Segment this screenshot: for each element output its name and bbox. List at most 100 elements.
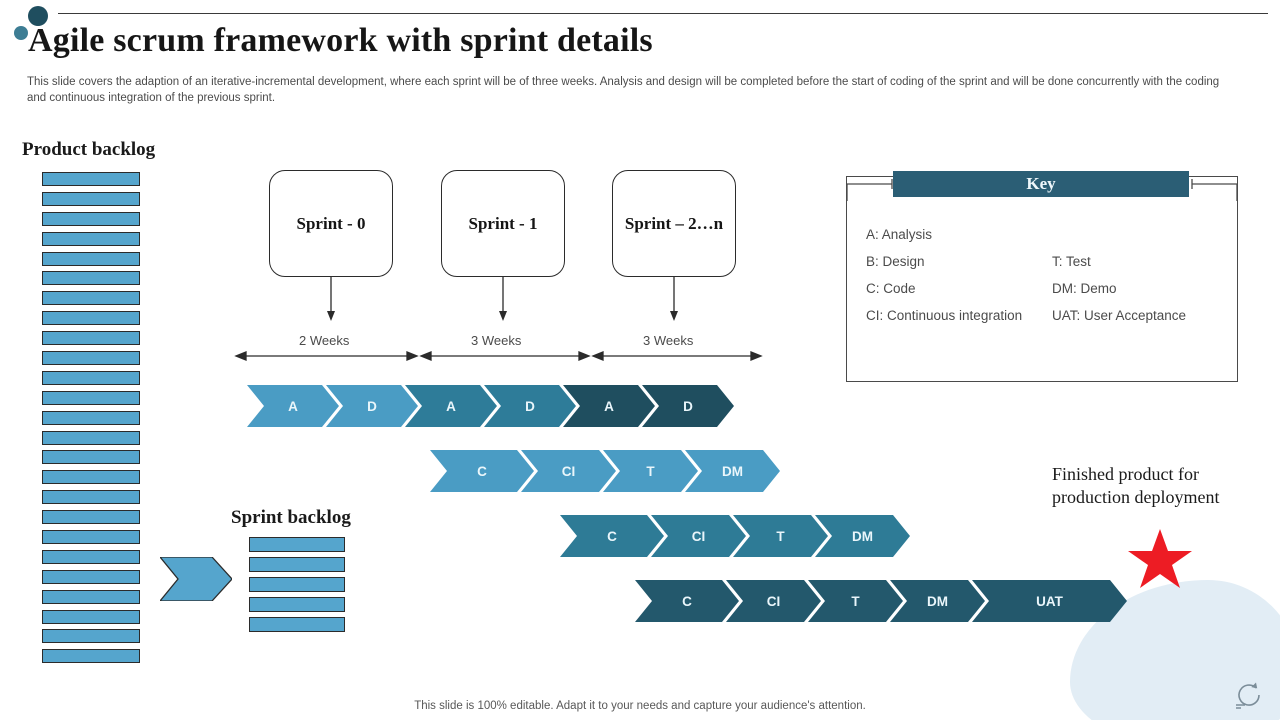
product-backlog-stack <box>42 172 140 669</box>
chevron-step-t[interactable]: T <box>808 580 903 622</box>
chevron-label: D <box>683 398 693 414</box>
product-backlog-item[interactable] <box>42 172 140 186</box>
chevron-label: CI <box>691 528 706 544</box>
chevron-step-c[interactable]: C <box>560 515 664 557</box>
chevron-step-c[interactable]: C <box>430 450 534 492</box>
sprint-backlog-item[interactable] <box>249 597 345 612</box>
chevron-step-c[interactable]: C <box>635 580 739 622</box>
product-backlog-item[interactable] <box>42 470 140 485</box>
sprint-box-1[interactable]: Sprint - 1 <box>441 170 565 277</box>
product-backlog-item[interactable] <box>42 351 140 366</box>
product-backlog-item[interactable] <box>42 430 140 445</box>
sprint-box-0[interactable]: Sprint - 0 <box>269 170 393 277</box>
product-backlog-item[interactable] <box>42 251 140 266</box>
chevron-step-uat[interactable]: UAT <box>972 580 1127 622</box>
chevron-step-t[interactable]: T <box>603 450 698 492</box>
chevron-step-a[interactable]: A <box>405 385 497 427</box>
key-header: Key <box>893 171 1189 197</box>
product-backlog-item[interactable] <box>42 609 140 624</box>
chevron-label: D <box>367 398 377 414</box>
sprint-0-duration-label: 2 Weeks <box>299 333 350 348</box>
product-backlog-item[interactable] <box>42 649 140 664</box>
backlog-flow-arrow-icon <box>160 557 232 601</box>
key-term-left: C: Code <box>866 281 916 296</box>
sprint-1-down-arrow-icon <box>499 277 507 321</box>
product-backlog-item[interactable] <box>42 589 140 604</box>
product-backlog-item[interactable] <box>42 569 140 584</box>
chevron-step-dm[interactable]: DM <box>685 450 780 492</box>
product-backlog-item[interactable] <box>42 490 140 505</box>
key-row: A: Analysis <box>866 226 1226 243</box>
footer-note: This slide is 100% editable. Adapt it to… <box>414 700 866 712</box>
product-backlog-item[interactable] <box>42 291 140 306</box>
sprint-box-2[interactable]: Sprint – 2…n <box>612 170 736 277</box>
sprint-1-duration-label: 3 Weeks <box>471 333 522 348</box>
chevron-label: A <box>446 398 456 414</box>
sprint-backlog-item[interactable] <box>249 537 345 552</box>
chevron-label: C <box>477 463 487 479</box>
product-backlog-item[interactable] <box>42 549 140 564</box>
star-icon <box>1128 529 1192 588</box>
chevron-label: DM <box>927 593 948 609</box>
key-term-left: B: Design <box>866 254 925 269</box>
key-term-left: A: Analysis <box>866 227 933 242</box>
key-term-right: UAT: User Acceptance <box>1052 308 1187 323</box>
chevron-step-d[interactable]: D <box>326 385 418 427</box>
sprint-backlog-item[interactable] <box>249 577 345 592</box>
key-panel <box>846 176 1238 382</box>
header-rule <box>58 13 1268 14</box>
decorative-dot-small-icon <box>14 26 28 40</box>
chevron-step-ci[interactable]: CI <box>651 515 746 557</box>
product-backlog-item[interactable] <box>42 271 140 286</box>
product-backlog-item[interactable] <box>42 390 140 405</box>
key-row: B: Design T: Test <box>866 253 1226 270</box>
page-title: Agile scrum framework with sprint detail… <box>28 22 653 59</box>
key-term-right: T: Test <box>1052 254 1091 269</box>
product-backlog-item[interactable] <box>42 231 140 246</box>
chevron-step-ci[interactable]: CI <box>726 580 821 622</box>
product-backlog-item[interactable] <box>42 370 140 385</box>
key-term-right <box>1052 226 1226 243</box>
product-backlog-item[interactable] <box>42 191 140 206</box>
sprint-2n-duration-label: 3 Weeks <box>643 333 694 348</box>
timeline-axis <box>234 351 763 361</box>
chevron-label: DM <box>852 528 873 544</box>
chevron-step-a[interactable]: A <box>247 385 339 427</box>
product-backlog-item[interactable] <box>42 629 140 644</box>
product-backlog-item[interactable] <box>42 331 140 346</box>
product-backlog-item[interactable] <box>42 530 140 545</box>
sprint-2n-down-arrow-icon <box>670 277 678 321</box>
chevron-label: C <box>682 593 692 609</box>
chevron-label: T <box>851 593 860 609</box>
sprint2n-delivery-row: C CI T DM UAT <box>635 580 1127 622</box>
chevron-step-t[interactable]: T <box>733 515 828 557</box>
chevron-step-a[interactable]: A <box>563 385 655 427</box>
sprint-backlog-title: Sprint backlog <box>231 507 351 528</box>
key-connector-lines <box>846 179 1238 201</box>
chevron-label: UAT <box>1036 593 1063 609</box>
chevron-label: C <box>607 528 617 544</box>
chevron-step-dm[interactable]: DM <box>890 580 985 622</box>
sprint-backlog-item[interactable] <box>249 617 345 632</box>
product-backlog-item[interactable] <box>42 450 140 465</box>
product-backlog-item[interactable] <box>42 211 140 226</box>
sprint1-delivery-row: C CI T DM <box>560 515 910 557</box>
chevron-label: C <box>561 463 572 479</box>
product-backlog-item[interactable] <box>42 510 140 525</box>
product-backlog-item[interactable] <box>42 311 140 326</box>
chevron-label: I <box>571 463 576 479</box>
chevron-step-dm[interactable]: DM <box>815 515 910 557</box>
product-backlog-title: Product backlog <box>22 139 156 160</box>
sprint-backlog-item[interactable] <box>249 557 345 572</box>
product-backlog-item[interactable] <box>42 410 140 425</box>
sprint-0-down-arrow-icon <box>327 277 335 321</box>
chevron-label: CI <box>766 593 781 609</box>
chevron-step-d[interactable]: D <box>484 385 576 427</box>
chevron-step-d[interactable]: D <box>642 385 734 427</box>
